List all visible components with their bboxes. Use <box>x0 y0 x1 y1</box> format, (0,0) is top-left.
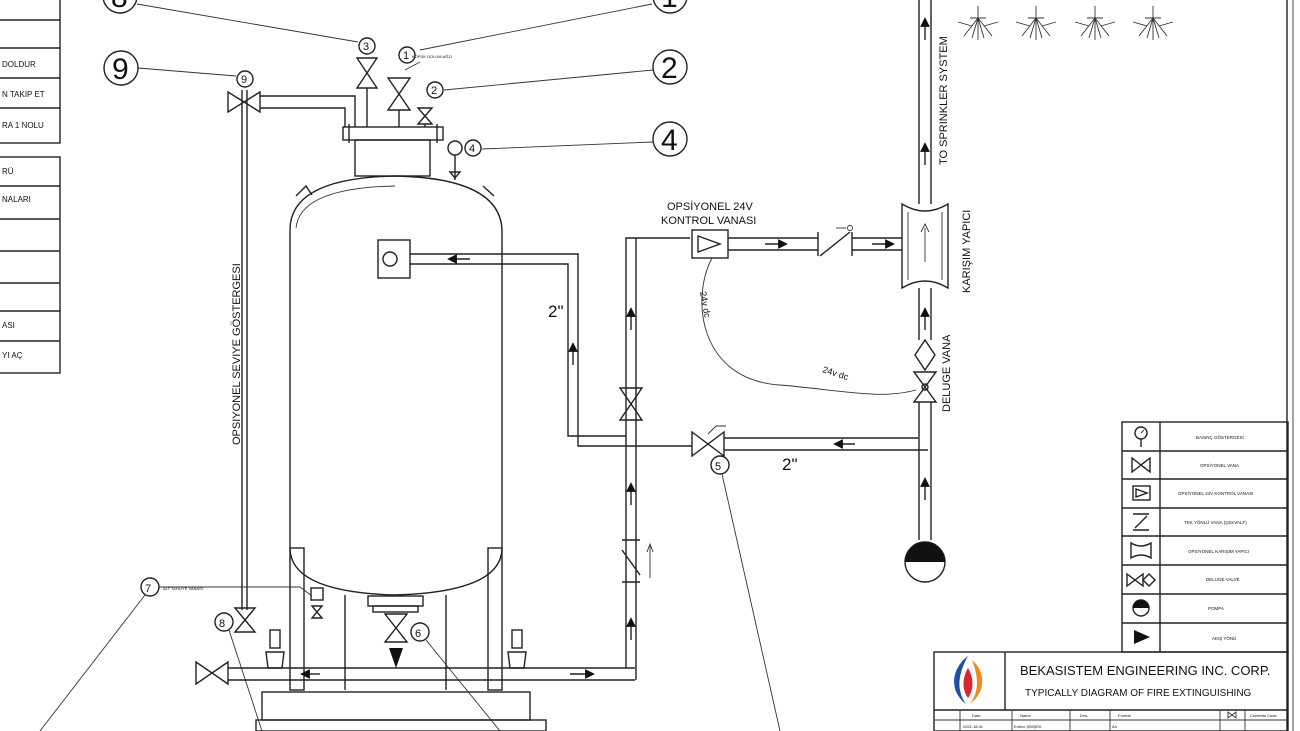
callout-small: 2 <box>431 85 437 97</box>
note-row: YI AÇ <box>2 351 23 360</box>
callout-small: 8 <box>219 618 225 630</box>
deluge-label: DELUGE VANA <box>941 334 953 412</box>
legend-label: OPSİYONEL KARIŞIM YAPICI <box>1188 548 1249 554</box>
legend-label: POMPA <box>1208 606 1224 611</box>
foam-tank <box>255 124 547 731</box>
gauge-icon <box>1134 426 1148 447</box>
title-block: BEKASISTEM ENGINEERING INC. CORP. TYPICA… <box>933 651 1289 731</box>
wire-label: 24v dc <box>698 291 713 319</box>
deluge-icon <box>1126 572 1156 588</box>
title-block-header: Name <box>1020 713 1031 718</box>
check-valve-icon <box>1133 513 1149 531</box>
legend-label: AKIŞ YÖNÜ <box>1212 635 1236 641</box>
flow-arrow-icon <box>1134 630 1150 644</box>
legend-label: TEK YÖNLÜ VANA (ÇEKVALF) <box>1184 519 1247 525</box>
wire-label: 24v dc <box>821 364 850 382</box>
title-block-value: Erdinc ŞİMŞEK <box>1014 724 1042 729</box>
sprinkler-heads <box>957 6 1174 40</box>
control-valve-label: KONTROL VANASI <box>661 215 756 227</box>
valve-icon <box>1131 456 1151 474</box>
legend-label: OPSİYONEL VANA <box>1200 462 1239 468</box>
level-gauge-label: OPSIYONEL SEVIYE GÖSTERGESI <box>231 263 243 445</box>
title-block-value: 2021.18.01 <box>963 724 984 729</box>
legend: BASINÇ GÖSTERGESİ OPSİYONEL VANA OPSİYON… <box>1121 421 1289 653</box>
left-notes-table: DOLDUR N TAKIP ET RA 1 NOLU RÜ NALARI AS… <box>0 0 61 374</box>
callout-small: 7 <box>145 583 151 595</box>
callout-small: 9 <box>241 74 247 86</box>
callout-small: 6 <box>415 628 421 640</box>
control-valve-label: OPSİYONEL 24V <box>667 200 753 213</box>
title-block-header: Drw. <box>1080 713 1088 718</box>
callout-small: 4 <box>469 143 475 155</box>
callout-big: 4 <box>661 124 678 157</box>
main-riser: TO SPRINKLER SYSTEM KARIŞIM YAPICI DELUG… <box>901 0 973 583</box>
callout-small: 5 <box>715 461 721 473</box>
callout-small: 1 <box>403 50 409 62</box>
bottom-piping <box>195 237 690 686</box>
pipe-size-label: 2" <box>782 455 798 474</box>
control-valve-icon <box>1132 485 1151 501</box>
drain-valve-label: ALT TAHLİYE VANASI <box>163 586 203 591</box>
control-branch: OPSİYONEL 24V KONTROL VANASI 24v dc 24v … <box>661 200 917 395</box>
drawing-subtitle: TYPICALLY DIAGRAM OF FIRE EXTINGUISHING <box>1025 688 1252 699</box>
legend-label: OPSİYONEL 24V KONTROL VANASI <box>1178 490 1253 496</box>
note-row: ASI <box>2 321 15 330</box>
fill-port-label: KÖPÜK DOLUM AĞZI <box>412 54 452 59</box>
mixer-icon <box>1130 541 1152 560</box>
top-valves <box>227 57 463 610</box>
pipe-size-label: 2" <box>548 302 564 321</box>
title-block-header: Contents Code <box>1250 713 1277 718</box>
legend-label: BASINÇ GÖSTERGESİ <box>1196 434 1244 440</box>
note-row: N TAKIP ET <box>2 90 45 99</box>
title-block-value: A4 <box>1112 724 1118 729</box>
sprinkler-label: TO SPRINKLER SYSTEM <box>938 36 950 165</box>
callout-big: 8 <box>111 0 128 14</box>
callout-big: 1 <box>661 0 678 14</box>
note-row: NALARI <box>2 195 31 204</box>
title-block-header: Date <box>972 713 981 718</box>
company-logo <box>954 656 983 704</box>
company-name: BEKASISTEM ENGINEERING INC. CORP. <box>1020 663 1270 678</box>
note-row: RÜ <box>2 167 14 176</box>
note-row: RA 1 NOLU <box>2 121 44 130</box>
mixer-label: KARIŞIM YAPICI <box>961 210 973 293</box>
title-block-header: Format <box>1118 713 1132 718</box>
callouts: 8 1 9 2 4 3 1 2 4 9 5 6 7 <box>39 0 781 731</box>
callout-small: 3 <box>363 41 369 53</box>
legend-label: DELUGE VALVE <box>1206 577 1240 582</box>
note-row: DOLDUR <box>2 60 36 69</box>
pump-icon <box>1132 599 1150 617</box>
callout-big: 9 <box>112 53 129 86</box>
return-line: 2" 2" <box>410 253 928 474</box>
callout-big: 2 <box>661 52 678 85</box>
